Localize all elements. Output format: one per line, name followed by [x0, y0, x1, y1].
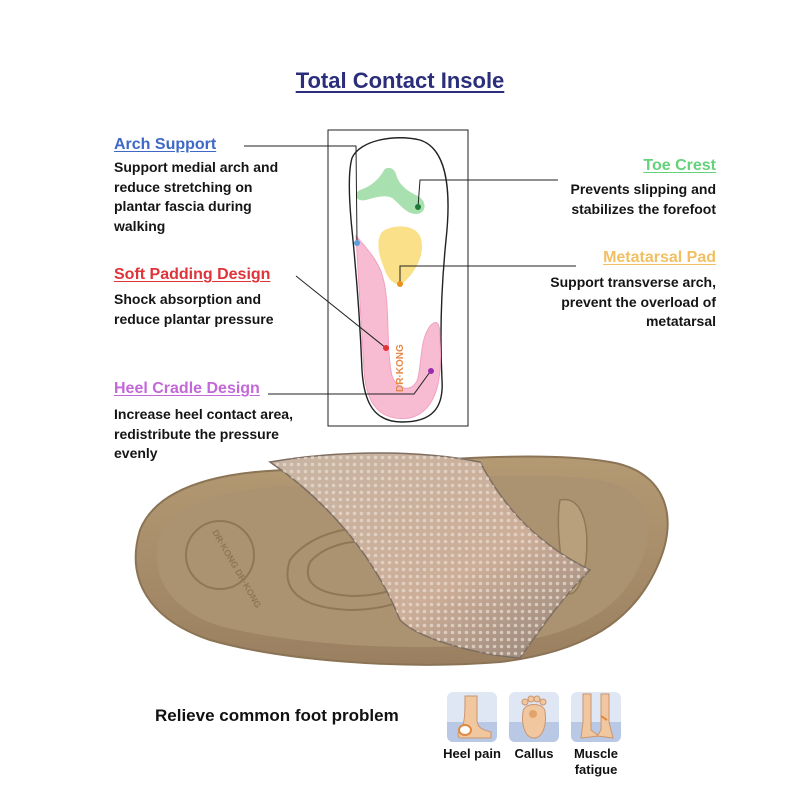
toe-crest-heading: Toe Crest: [643, 157, 716, 174]
metatarsal-pad-leader: [399, 265, 576, 284]
arch-support-dot: [354, 240, 360, 246]
callus-icon: [509, 692, 559, 742]
soft-padding-description: Shock absorption and reduce plantar pres…: [114, 291, 274, 327]
heel-cradle-leader: [268, 371, 431, 395]
insole-frame: [327, 129, 469, 427]
soft-padding-leader: [295, 275, 387, 349]
heel-cradle-description: Increase heel contact area, redistribute…: [114, 406, 293, 461]
metatarsal-pad-shape: [378, 226, 423, 285]
rhinestone-texture: [270, 453, 590, 658]
callus-label: Callus: [514, 746, 554, 761]
soft-padding-heading: Soft Padding Design: [114, 266, 271, 283]
metatarsal-pad-description: Support transverse arch, prevent the ove…: [550, 274, 716, 329]
arch-support-leader: [244, 145, 358, 243]
arch-support-description: Support medial arch and reduce stretchin…: [114, 159, 279, 234]
page-title: Total Contact Insole: [295, 68, 505, 93]
heel-pain-icon: [447, 692, 497, 742]
brand-stamp: [185, 520, 255, 590]
relieve-heading: Relieve common foot problem: [155, 706, 399, 725]
toe-crest-dot: [415, 204, 421, 210]
insole-brand-text: DR·KONG: [395, 344, 406, 392]
heel-cradle-dot: [428, 368, 434, 374]
metatarsal-pad-dot: [397, 281, 403, 287]
toe-crest-shape: [355, 167, 425, 214]
toe-crest-description: Prevents slipping and stabilizes the for…: [570, 181, 716, 217]
arch-support-heading: Arch Support: [114, 136, 217, 153]
sandal-image: DR·KONG DR·KONG: [134, 452, 669, 666]
insole-diagram: DR·KONG: [244, 129, 576, 427]
metatarsal-pad-heading: Metatarsal Pad: [603, 249, 716, 266]
muscle-fatigue-label: Muscle fatigue: [573, 746, 619, 777]
muscle-fatigue-icon: [571, 692, 621, 742]
toe-crest-leader: [417, 179, 558, 208]
soft-padding-dot: [383, 345, 389, 351]
heel-pain-label: Heel pain: [443, 746, 501, 761]
heel-cradle-heading: Heel Cradle Design: [114, 380, 260, 397]
soft-padding-shape: [355, 234, 442, 420]
